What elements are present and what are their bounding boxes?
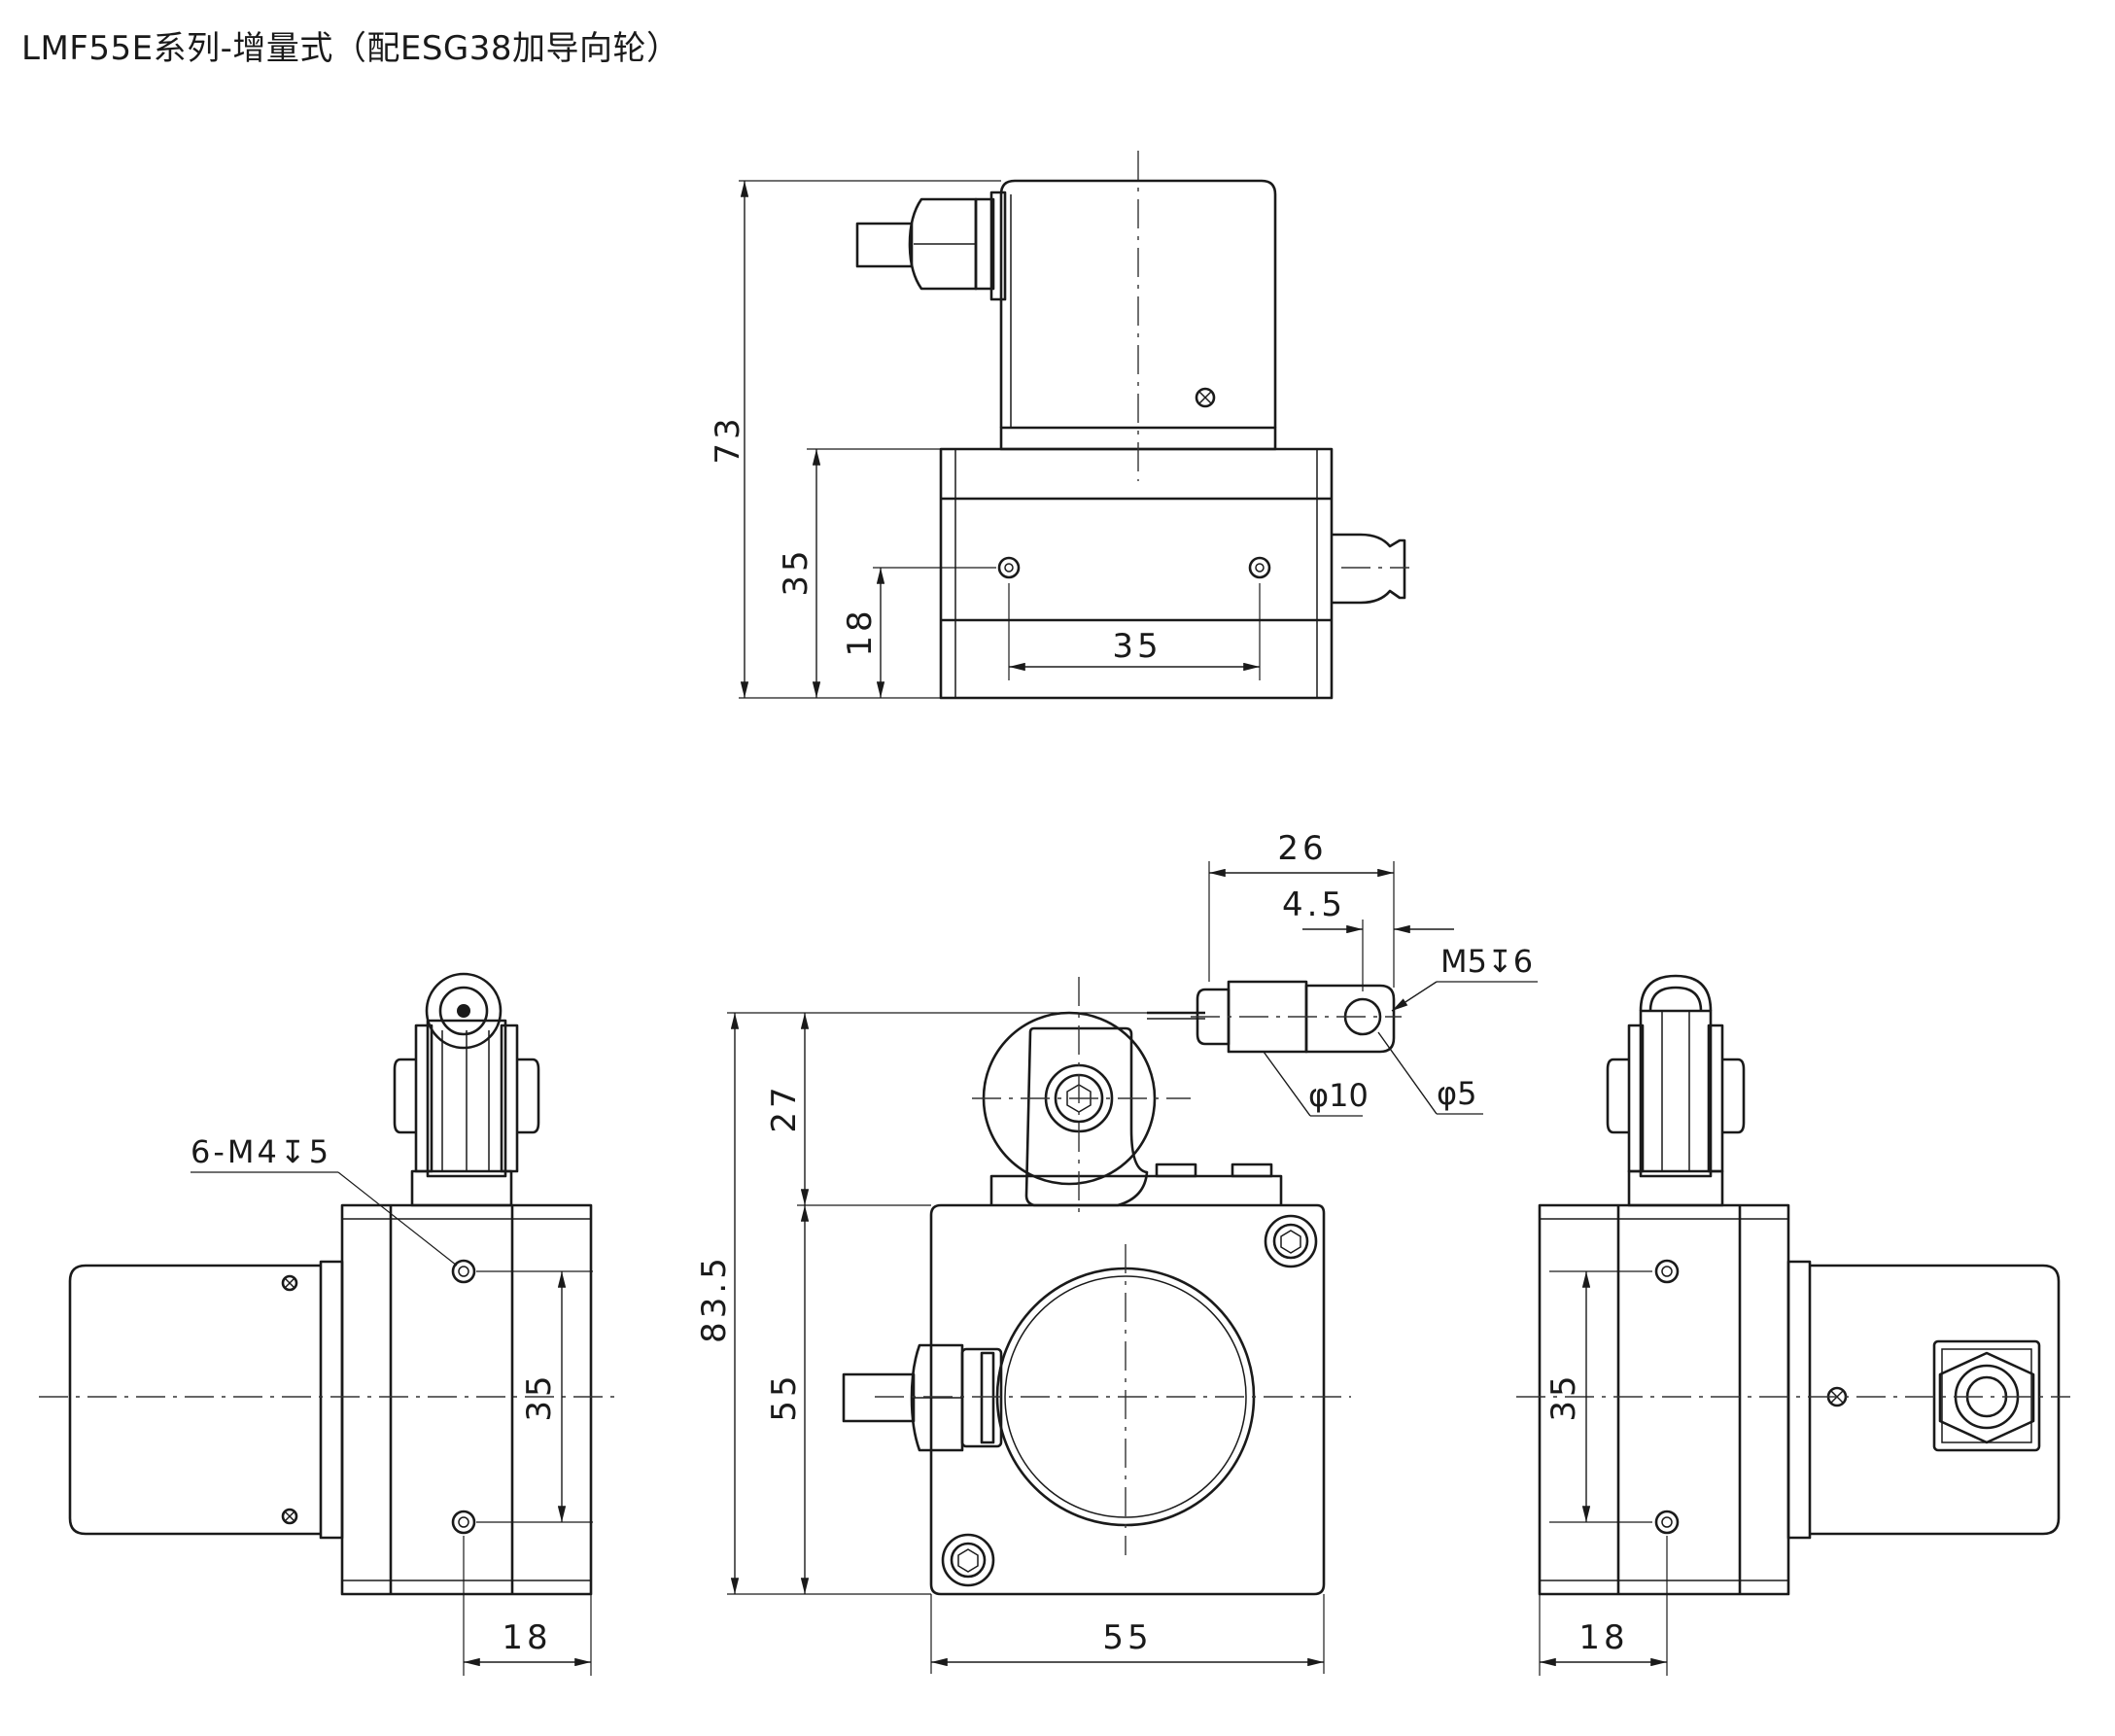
right-view: 35 18 <box>1516 974 2070 1676</box>
left-view: 6-M4↧5 35 18 <box>39 972 622 1676</box>
dim-front-total: 83.5 <box>695 1254 734 1343</box>
thread-callout: M5↧6 <box>1440 943 1533 980</box>
dim-front-upper: 27 <box>765 1083 804 1132</box>
dim-right-hole-spacing: 35 <box>1544 1371 1583 1421</box>
dim-front-width: 55 <box>1102 1618 1152 1657</box>
dim-top-base: 35 <box>777 546 815 596</box>
cable-end-diameter: φ10 <box>1308 1077 1369 1114</box>
dim-left-hole-spacing: 35 <box>520 1371 559 1421</box>
front-view: 83.5 27 55 55 26 4.5 M5↧6 φ10 φ5 <box>695 829 1538 1674</box>
dim-right-hole-offset: 18 <box>1578 1618 1628 1657</box>
dim-left-hole-offset: 18 <box>502 1618 551 1657</box>
page-title: LMF55E系列-增量式（配ESG38加导向轮） <box>21 29 680 68</box>
top-view: 73 35 18 35 <box>709 151 1409 700</box>
left-thread-callout: 6-M4↧5 <box>191 1133 331 1170</box>
hole-diameter: φ5 <box>1437 1075 1476 1112</box>
dim-cable-offset: 4.5 <box>1282 885 1346 924</box>
dim-front-lower: 55 <box>765 1371 804 1421</box>
dim-top-hole-height: 18 <box>841 607 880 656</box>
dim-top-hole-spacing: 35 <box>1112 627 1162 666</box>
dim-cable-length: 26 <box>1277 829 1327 868</box>
dim-top-total: 73 <box>709 414 747 464</box>
